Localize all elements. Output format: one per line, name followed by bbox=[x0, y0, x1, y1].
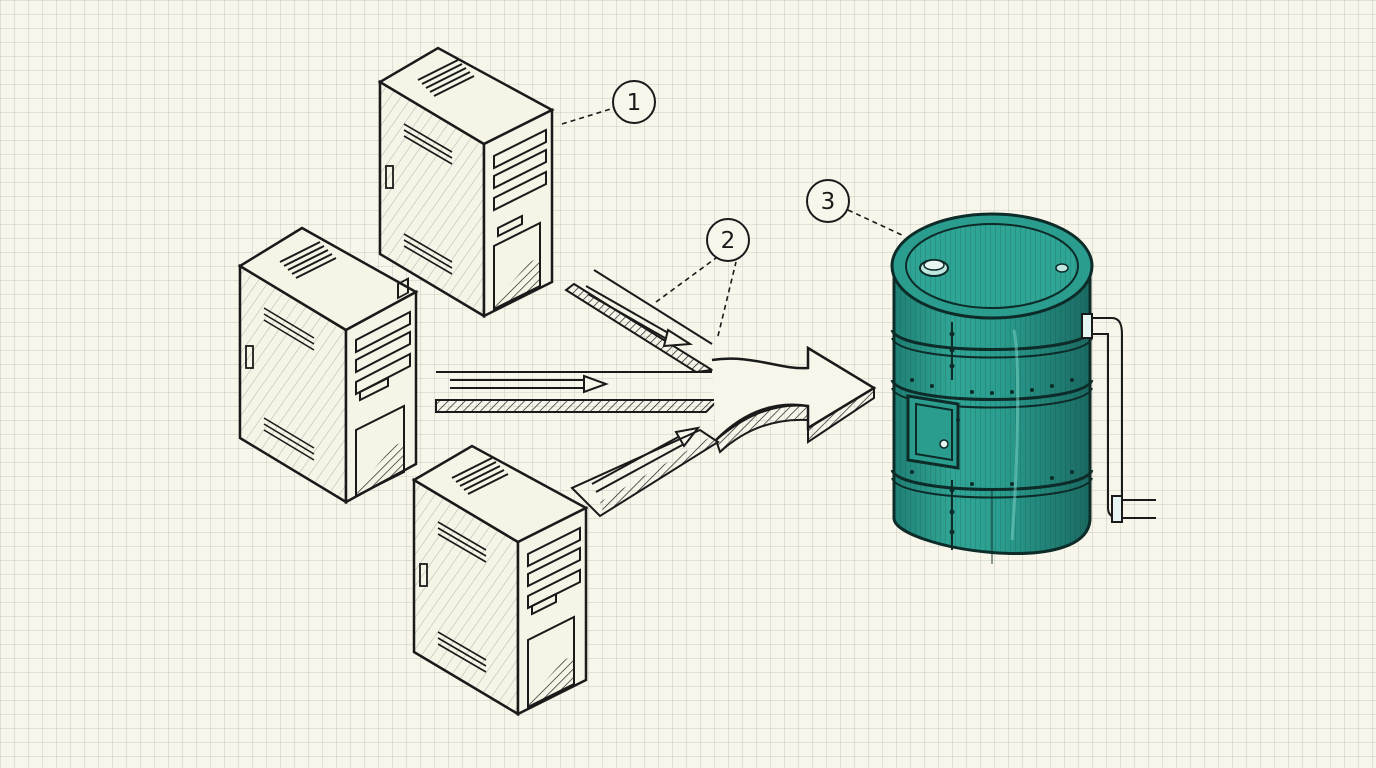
callout-3: 3 bbox=[806, 179, 905, 237]
barrel-pipe bbox=[1081, 313, 1156, 523]
callout-2-label: 2 bbox=[721, 228, 736, 254]
data-stream-arrow-icon bbox=[435, 269, 877, 518]
barrel-access-door bbox=[906, 394, 960, 470]
callout-2: 2 bbox=[655, 218, 750, 337]
callout-3-label: 3 bbox=[821, 189, 836, 215]
server-tower-1 bbox=[377, 46, 555, 319]
server-tower-2 bbox=[237, 226, 419, 505]
callout-1-label: 1 bbox=[627, 90, 642, 116]
server-tower-3 bbox=[411, 444, 589, 717]
storage-barrel-icon bbox=[890, 212, 1156, 564]
callout-1: 1 bbox=[561, 80, 656, 125]
